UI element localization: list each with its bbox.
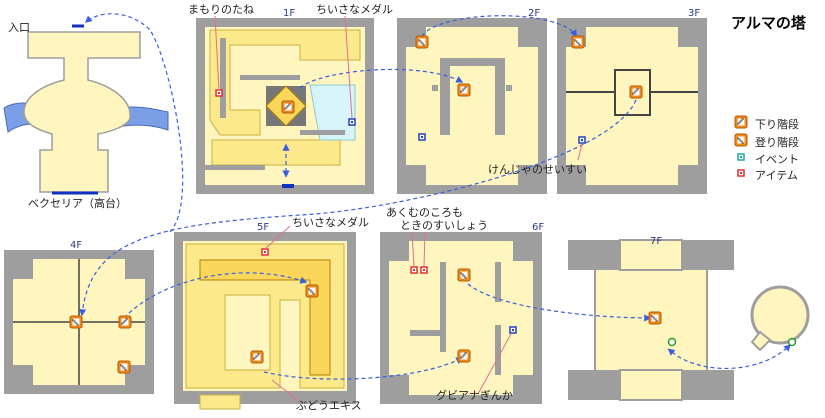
chest-marker-icon — [348, 118, 356, 126]
akumu-label: あくむのころも — [386, 206, 463, 219]
route-lines — [79, 13, 792, 380]
point-markers — [215, 89, 797, 347]
floor-label-4f: 4F — [70, 240, 83, 251]
floor-label-1f: 1F — [283, 8, 296, 19]
legend-item: アイテム — [735, 167, 798, 183]
item-marker-icon — [410, 266, 418, 274]
floor-3f — [557, 18, 707, 194]
stairs-up-icon — [305, 284, 319, 298]
legend-down: 下り階段 — [735, 116, 799, 132]
floor-5f — [174, 232, 356, 410]
stairs-up-icon — [415, 35, 429, 49]
item-marker-icon — [215, 89, 223, 97]
tokino-label: ときのすいしょう — [400, 219, 488, 232]
entrance-label: 入口 — [8, 21, 30, 34]
floor-7f — [568, 239, 810, 401]
medal5-label: ちいさなメダル — [292, 216, 369, 229]
legend-item-label: アイテム — [755, 169, 798, 182]
entrance-area — [3, 24, 169, 195]
stairs-up-icon — [457, 268, 471, 282]
legend-down-label: 下り階段 — [755, 118, 799, 131]
stairs-down-icon — [457, 83, 471, 97]
stairs-up-icon — [648, 311, 662, 325]
stairs-down-icon — [118, 315, 132, 329]
bekuseria-label: ベクセリア（高台） — [28, 197, 127, 210]
floor-label-5f: 5F — [257, 222, 270, 233]
floor-6f — [380, 232, 542, 404]
event-point-icon — [787, 337, 797, 347]
stairs-down-icon — [250, 350, 264, 364]
stairs-up-icon — [117, 360, 131, 374]
stairs-down-icon — [457, 349, 471, 363]
stairs-down-icon — [629, 85, 643, 99]
legend-event-label: イベント — [755, 153, 799, 166]
item-marker-icon — [261, 248, 269, 256]
gubiana-label: グビアナぎんか — [436, 389, 513, 402]
map-title: アルマの塔 — [731, 14, 806, 32]
floor-label-3f: 3F — [688, 8, 701, 19]
item-marker-icon — [420, 266, 428, 274]
mamori-label: まもりのたね — [188, 3, 254, 16]
floor-label-2f: 2F — [528, 8, 541, 19]
callout-lines — [214, 15, 583, 403]
kenja-label: けんじゃのせいすい — [488, 163, 587, 176]
chest-marker-icon — [578, 136, 586, 144]
stairs-up-icon — [571, 35, 585, 49]
chest-marker-icon — [418, 133, 426, 141]
legend-event: イベント — [735, 151, 799, 167]
stairs-down-icon — [281, 100, 295, 114]
floor-label-6f: 6F — [532, 222, 545, 233]
stairs-up-icon — [69, 315, 83, 329]
budou-label: ぶどうエキス — [296, 399, 362, 412]
legend-up-label: 登り階段 — [755, 136, 799, 149]
chest-marker-icon — [509, 326, 517, 334]
floor-2f — [397, 18, 547, 194]
legend-up: 登り階段 — [735, 134, 799, 150]
medal1-label: ちいさなメダル — [316, 3, 393, 16]
event-point-icon — [667, 337, 677, 347]
floor-label-7f: 7F — [650, 236, 663, 247]
